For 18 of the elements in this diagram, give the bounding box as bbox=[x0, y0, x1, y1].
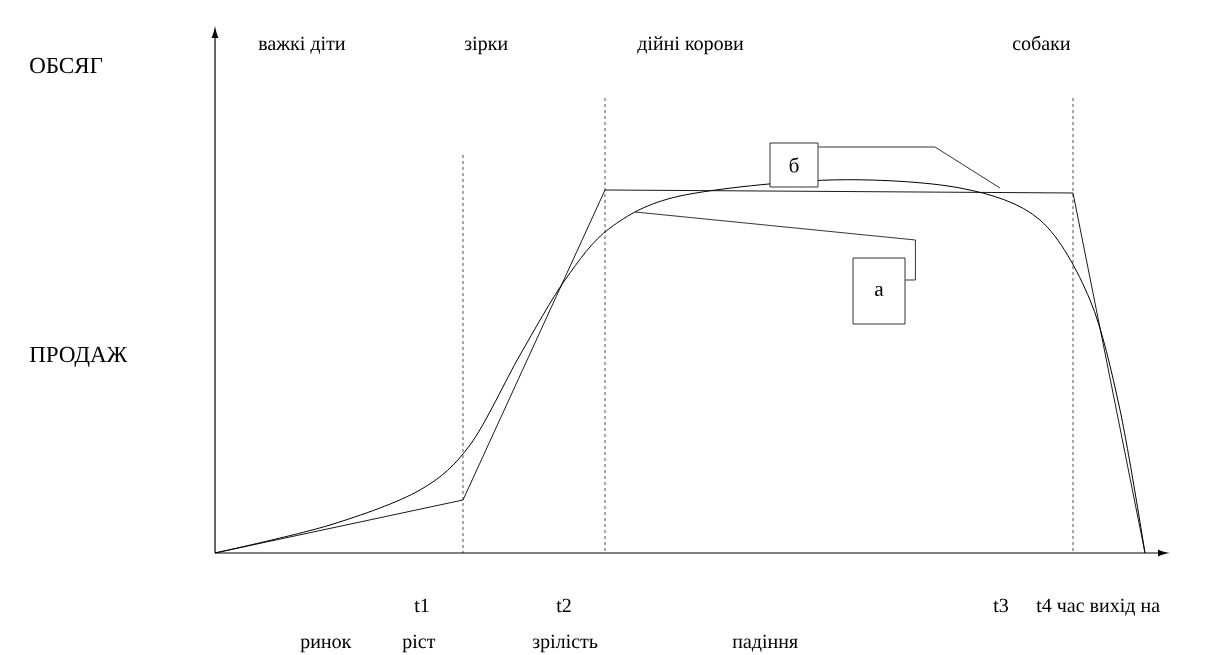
label-box: а bbox=[852, 257, 906, 325]
axis-label: t2 bbox=[556, 598, 571, 613]
axis-label: зірки bbox=[464, 36, 508, 55]
leader-line bbox=[634, 211, 916, 281]
axis-label: дійні корови bbox=[637, 36, 744, 55]
leader-line bbox=[818, 146, 1001, 189]
axis-label: ПРОДАЖ bbox=[29, 346, 128, 367]
axis-label: t1 bbox=[414, 598, 429, 613]
axis-label: ОБСЯГ bbox=[30, 57, 103, 74]
label-box: б bbox=[769, 142, 819, 188]
axis-label: ріст bbox=[402, 634, 436, 653]
axis-label: собаки bbox=[1012, 35, 1071, 51]
axis-label: t3 bbox=[993, 598, 1008, 613]
axis-label: ринок bbox=[300, 638, 352, 653]
axis-label: t4 час вихід на bbox=[1036, 598, 1160, 616]
axis-label: зрілість bbox=[532, 634, 598, 653]
axis-label: важкі діти bbox=[258, 36, 346, 54]
axis-label: падіння bbox=[732, 634, 798, 652]
